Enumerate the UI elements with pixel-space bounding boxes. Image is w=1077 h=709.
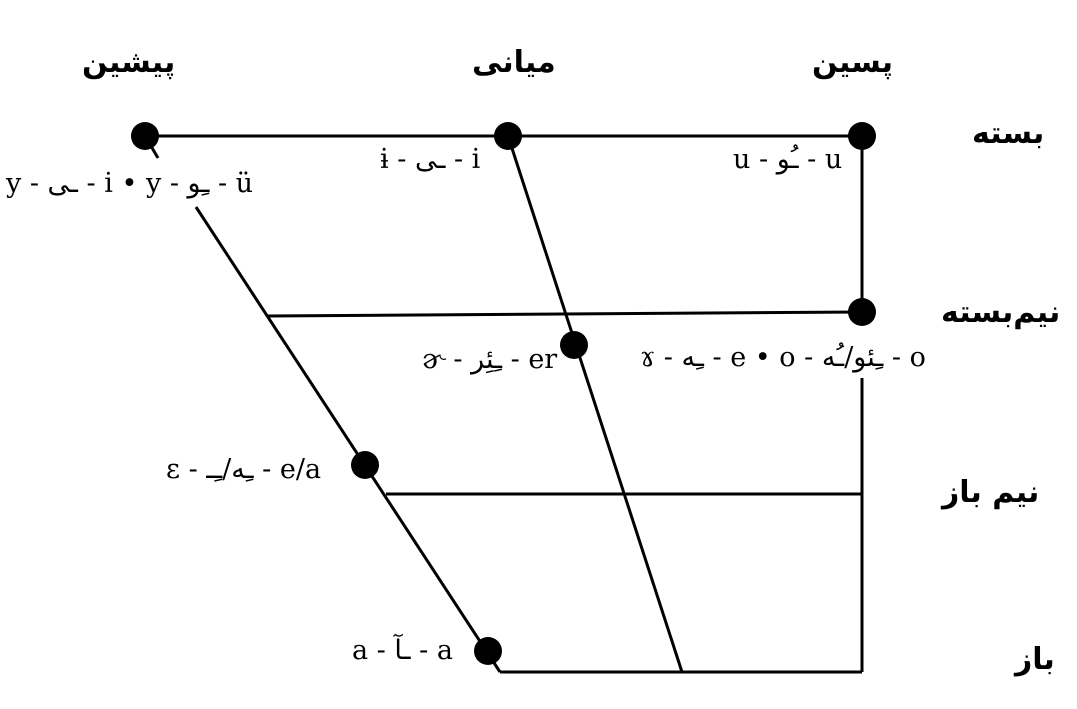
- row-header-close: بسته: [972, 116, 1045, 151]
- central-grid-line: [506, 135, 684, 673]
- vowel-label-front-close: y - ـی - i • y - ـِو - ü: [6, 168, 254, 199]
- vowel-label-front-open-mid: ɛ - ـِه/ـِـ - e/a: [166, 454, 322, 485]
- vowel-dot-central-close: [494, 122, 522, 150]
- column-header-front: پیشین: [82, 45, 176, 80]
- vowel-dot-front-open: [474, 637, 502, 665]
- vowel-dot-central-mid: [560, 331, 588, 359]
- close-mid-grid-line: [267, 310, 863, 318]
- row-header-open: باز: [1015, 642, 1055, 677]
- row-header-close-mid: نیم‌بسته: [941, 295, 1061, 330]
- vowel-dot-front-open-mid: [351, 451, 379, 479]
- vowel-label-central-close: ɨ - ـی - i: [380, 144, 481, 175]
- vowel-dot-back-close-mid: [848, 298, 876, 326]
- column-header-back: پسین: [812, 45, 894, 80]
- vowel-dot-front-close: [131, 122, 159, 150]
- front-grid-line: [194, 206, 502, 673]
- vowel-label-back-close-mid: ɤ - ـِه - e • o - ـِئو/ـُه - o: [640, 342, 926, 373]
- row-header-open-mid: نیم باز: [942, 475, 1040, 510]
- vowel-dot-back-close: [848, 122, 876, 150]
- column-header-central: میانی: [472, 45, 556, 80]
- vowel-label-front-open: a - ـآ - a: [352, 635, 453, 666]
- vowel-label-central-mid: ɚ - ـِئِر - er: [422, 344, 558, 375]
- vowel-label-back-close: u - ـُو - u: [733, 144, 843, 175]
